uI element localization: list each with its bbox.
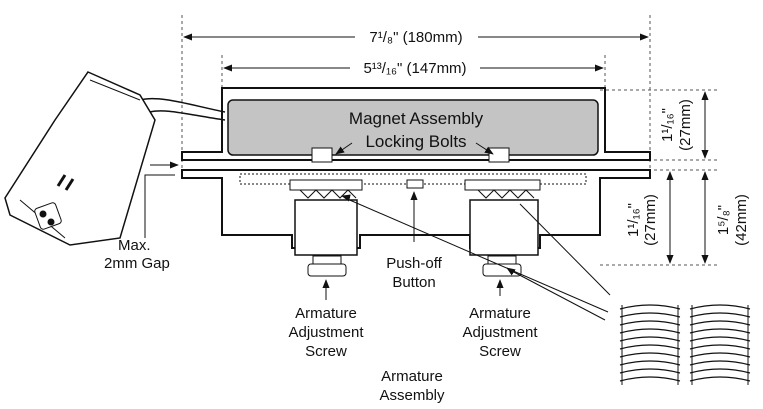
screw-icon bbox=[47, 218, 55, 226]
adj-right-label-1: Armature bbox=[469, 305, 531, 322]
adj-screw-right-callout: Armature Adjustment Screw bbox=[462, 279, 538, 360]
power-supply-unit bbox=[4, 71, 226, 246]
overall-width-label: 7¹/₈" (180mm) bbox=[369, 29, 462, 46]
max-gap-label-2: 2mm Gap bbox=[104, 255, 170, 272]
armature-assembly-label-1: Armature bbox=[381, 368, 443, 385]
spring-icon bbox=[477, 189, 535, 199]
push-off-callout: Push-off Button bbox=[386, 191, 443, 291]
adj-screw-left-callout: Armature Adjustment Screw bbox=[288, 279, 364, 360]
inner-width-dimension: 5¹³/₁₆" (147mm) bbox=[223, 60, 604, 77]
push-off-button-icon bbox=[406, 179, 424, 189]
spring-icon bbox=[619, 304, 681, 385]
total-height-inch-label: 1⁵/₈" bbox=[715, 205, 732, 235]
adj-left-label-2: Adjustment bbox=[288, 324, 364, 341]
armature-height-inch-label: 1¹/₁₆" bbox=[625, 203, 642, 237]
armature-assembly-callout: Armature Assembly bbox=[379, 368, 445, 404]
bolt-icon bbox=[311, 147, 333, 163]
push-off-label-2: Button bbox=[392, 274, 435, 291]
adj-left-label-3: Screw bbox=[305, 343, 347, 360]
spring-icon bbox=[299, 189, 357, 199]
adj-right-label-2: Adjustment bbox=[462, 324, 538, 341]
max-gap-callout: Max. 2mm Gap bbox=[104, 161, 179, 272]
spare-springs bbox=[619, 304, 751, 385]
magnet-height-mm-label: (27mm) bbox=[677, 99, 694, 151]
adj-left-label-1: Armature bbox=[295, 305, 357, 322]
push-off-label-1: Push-off bbox=[386, 255, 442, 272]
adj-right-label-3: Screw bbox=[479, 343, 521, 360]
total-height-mm-label: (42mm) bbox=[733, 194, 750, 246]
max-gap-label-1: Max. bbox=[118, 237, 151, 254]
screw-icon bbox=[39, 210, 47, 218]
armature-housing bbox=[181, 169, 651, 256]
magnet-housing: Magnet Assembly Locking Bolts bbox=[181, 87, 651, 163]
magnet-assembly-label: Magnet Assembly bbox=[349, 109, 484, 128]
magnet-height-inch-label: 1¹/₁₆" bbox=[659, 108, 676, 142]
locking-bolts-label: Locking Bolts bbox=[365, 132, 466, 151]
vertical-dimensions: 1¹/₁₆" (27mm) 1¹/₁₆" (27mm) 1⁵/₈" (42mm) bbox=[625, 91, 750, 264]
armature-assembly-label-2: Assembly bbox=[379, 387, 445, 404]
magnet-assembly-block bbox=[227, 99, 599, 156]
inner-width-label: 5¹³/₁₆" (147mm) bbox=[363, 60, 466, 77]
extension-lines bbox=[181, 15, 720, 266]
armature-height-mm-label: (27mm) bbox=[642, 194, 659, 246]
spring-leaders bbox=[341, 194, 611, 321]
spring-icon bbox=[689, 304, 751, 385]
bolt-icon bbox=[488, 147, 510, 163]
overall-width-dimension: 7¹/₈" (180mm) bbox=[183, 29, 649, 46]
